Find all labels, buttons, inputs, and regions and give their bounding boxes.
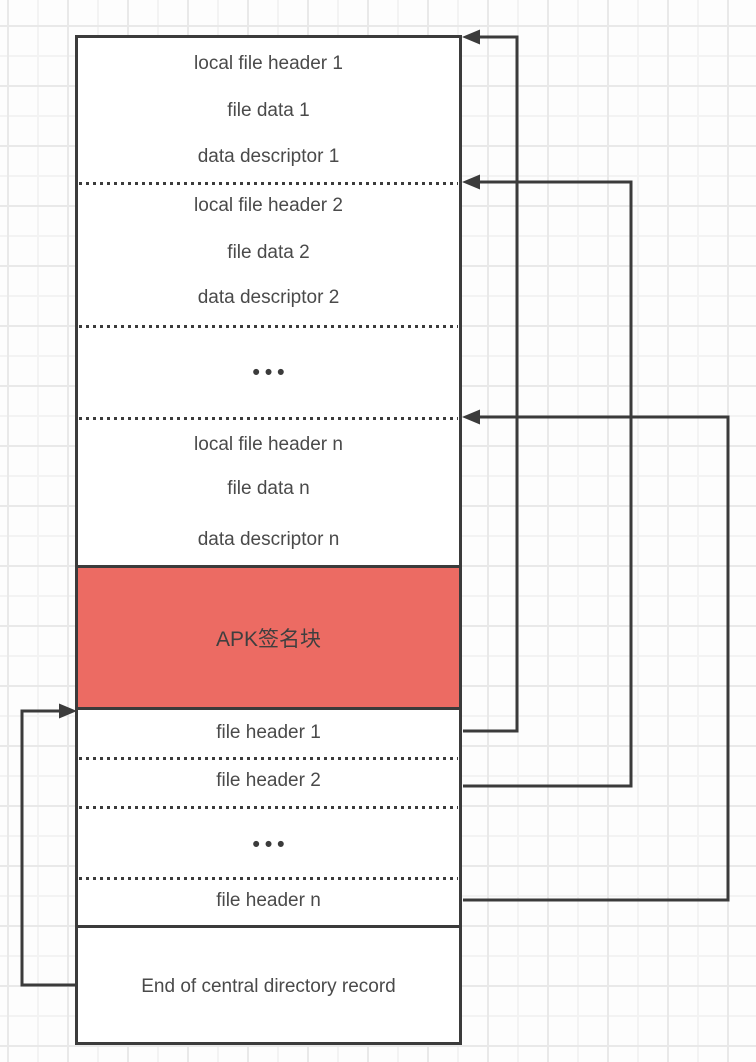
ellipsis-central-directory: ••• (252, 833, 290, 856)
arrow-eocd-to-central-directory (20, 709, 75, 987)
label-local-file-header-1: local file header 1 (194, 53, 343, 74)
label-eocd: End of central directory record (141, 976, 396, 997)
dotted-separator-cd-3 (79, 877, 458, 880)
zip-structure-box: local file header 1 file data 1 data des… (75, 35, 462, 1045)
label-data-descriptor-2: data descriptor 2 (197, 287, 340, 308)
dotted-separator-cd-1 (79, 757, 458, 760)
label-file-data-2: file data 2 (227, 242, 310, 263)
dotted-separator-ellipsis-top (79, 325, 458, 328)
dotted-separator-cd-2 (79, 806, 458, 809)
label-file-data-n: file data n (227, 478, 310, 499)
dotted-separator-entry-2 (79, 182, 458, 185)
label-data-descriptor-n: data descriptor n (197, 529, 340, 550)
arrow-file-header-2-to-local-2 (463, 180, 633, 788)
arrowhead-local-1-icon (462, 29, 480, 45)
dotted-separator-entry-n (79, 417, 458, 420)
arrow-file-header-1-to-local-1 (463, 35, 519, 733)
arrowhead-local-2-icon (462, 174, 480, 190)
label-file-data-1: file data 1 (227, 100, 310, 121)
arrowhead-local-n-icon (462, 409, 480, 425)
arrow-file-header-n-to-local-n (463, 415, 730, 902)
apk-signing-block: APK签名块 (78, 565, 459, 710)
apk-signing-block-label: APK签名块 (215, 627, 322, 651)
eocd-top-border (78, 925, 459, 928)
label-local-file-header-n: local file header n (194, 434, 343, 455)
label-file-header-2: file header 2 (216, 770, 321, 791)
label-local-file-header-2: local file header 2 (194, 195, 343, 216)
label-file-header-n: file header n (216, 890, 321, 911)
label-data-descriptor-1: data descriptor 1 (197, 146, 340, 167)
ellipsis-local-entries: ••• (252, 361, 290, 384)
label-file-header-1: file header 1 (216, 722, 321, 743)
